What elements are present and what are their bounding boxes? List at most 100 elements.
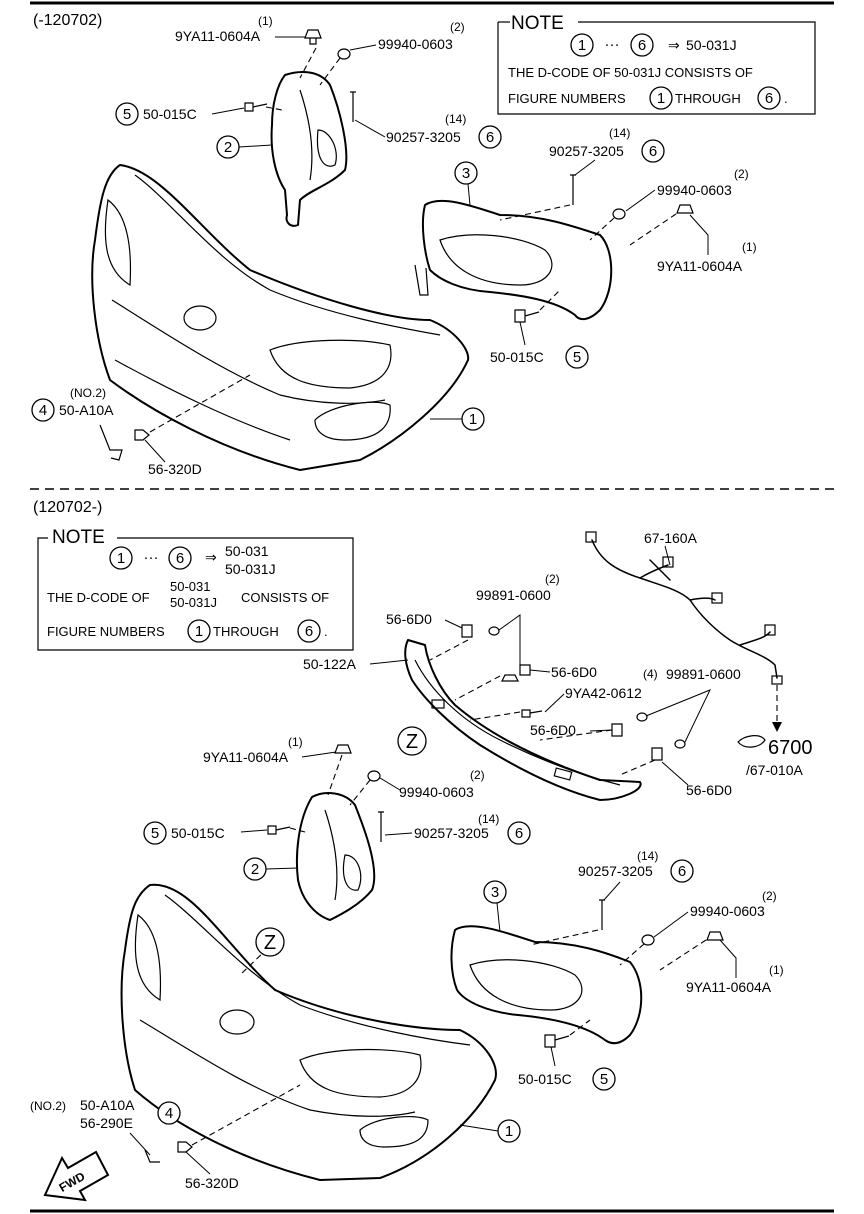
svg-text:6: 6 [649,143,657,160]
assembly-lines [149,47,677,433]
svg-text:1: 1 [195,623,203,640]
callout-code: 90257-3205 [414,825,489,841]
bracket-left [295,792,376,921]
svg-text:(1): (1) [742,240,757,254]
svg-text:4: 4 [39,402,47,419]
svg-text:5: 5 [123,106,131,123]
svg-text:5: 5 [600,1071,608,1088]
callout-code: 50-015C [490,349,544,365]
callout-code: 56-290E [80,1115,133,1131]
svg-text:5: 5 [151,825,159,842]
view-marker: Z Z [255,726,427,957]
callout-code: 90257-3205 [386,129,461,145]
svg-text:(NO.2): (NO.2) [70,386,106,400]
svg-text:(1): (1) [769,963,784,977]
callout-code: 9YA11-0604A [657,258,743,274]
callout-code: 50-A10A [59,402,114,418]
svg-text:6: 6 [305,623,313,640]
bumper-reinforcement [404,639,642,801]
svg-text:FIGURE NUMBERS: FIGURE NUMBERS [47,624,165,639]
callout-code: 56-6D0 [551,664,597,680]
svg-text:CONSISTS OF: CONSISTS OF [241,590,329,605]
svg-text:(2): (2) [470,768,485,782]
callout-code: 50-A10A [80,1097,135,1113]
svg-text:1: 1 [469,411,477,428]
section-late: (120702-) NOTE 1 ··· 6 ⇒ 50-031 50-031J … [30,499,813,1202]
svg-text:(2): (2) [734,167,749,181]
callout-code: 56-6D0 [686,782,732,798]
svg-text:(NO.2): (NO.2) [30,1099,66,1113]
section-early: (-120702) NOTE 1 ··· 6 ⇒ 50-031J THE D-C… [31,12,816,477]
svg-text:50-031: 50-031 [170,579,210,594]
callout-code: 50-015C [143,106,197,122]
callout-code: 99940-0603 [690,903,765,919]
callout-code: 9YA11-0604A [175,28,261,44]
svg-text:THE D-CODE OF: THE D-CODE OF [47,590,150,605]
svg-text:.: . [324,624,328,639]
svg-text:⇒: ⇒ [205,549,217,565]
front-bumper-fascia [91,164,470,471]
svg-text:6: 6 [678,863,686,880]
ref-section-code: /67-010A [746,762,803,778]
svg-text:Z: Z [264,932,276,954]
harness-code: 67-160A [644,530,698,546]
callout-code: 56-320D [185,1175,239,1191]
fasteners [99,29,694,461]
svg-text:···: ··· [605,36,620,53]
svg-text:2: 2 [251,861,259,878]
callout-code: 50-015C [171,825,225,841]
svg-text:(14): (14) [478,812,499,826]
note-title: NOTE [511,13,564,34]
bracket-right [450,925,643,1045]
svg-text:(2): (2) [450,20,465,34]
fwd-arrow: FWD [43,1150,110,1202]
svg-text:50-031J: 50-031J [170,595,217,610]
svg-text:THROUGH: THROUGH [675,91,741,106]
callout-code: 99891-0600 [666,666,741,682]
svg-text:3: 3 [462,165,470,182]
callout-code: 9YA11-0604A [686,979,772,995]
assembly-lines [191,639,707,1146]
bracket-right [414,199,613,321]
callout-code: 56-6D0 [386,611,432,627]
svg-text:···: ··· [144,549,159,566]
svg-text:6: 6 [638,37,646,54]
callout-code: 56-320D [148,461,202,477]
section-range-label: (120702-) [33,499,102,516]
svg-text:1: 1 [578,37,586,54]
svg-text:(1): (1) [258,14,273,28]
callout-code: 99940-0603 [399,784,474,800]
ref-section-number: 6700 [768,737,813,759]
section-range-label: (-120702) [33,12,102,29]
svg-text:4: 4 [165,1105,173,1122]
bracket-left [270,71,348,227]
svg-text:(1): (1) [288,735,303,749]
svg-text:FIGURE NUMBERS: FIGURE NUMBERS [508,91,626,106]
svg-text:2: 2 [224,139,232,156]
callout-code: 99891-0600 [476,587,551,603]
svg-text:6: 6 [176,550,184,567]
svg-text:6: 6 [515,825,523,842]
note-box: NOTE 1 ··· 6 ⇒ 50-031 50-031J THE D-CODE… [37,527,354,651]
note-title: NOTE [52,527,105,548]
note-dcode: 50-031 [225,543,269,559]
callout-code: 90257-3205 [578,863,653,879]
callout-code: 90257-3205 [549,143,624,159]
fasteners [144,624,724,1163]
callout-code: 56-6D0 [530,722,576,738]
svg-text:(14): (14) [637,849,658,863]
svg-text:1: 1 [505,1123,513,1140]
callout-code: 9YA42-0612 [565,685,642,701]
callout-labels: (2) 99891-0600 56-6D0 50-122A 56-6D0 (4)… [30,572,784,1191]
svg-text:⇒: ⇒ [668,37,680,53]
callout-code: 50-015C [518,1071,572,1087]
svg-text:THROUGH: THROUGH [213,624,279,639]
svg-text:(2): (2) [545,572,560,586]
svg-text:.: . [784,91,788,106]
callout-code: 99940-0603 [657,182,732,198]
svg-text:5: 5 [573,349,581,366]
svg-text:(14): (14) [445,112,466,126]
svg-text:Z: Z [406,731,418,753]
note-box: NOTE 1 ··· 6 ⇒ 50-031J THE D-CODE OF 50-… [497,13,816,115]
